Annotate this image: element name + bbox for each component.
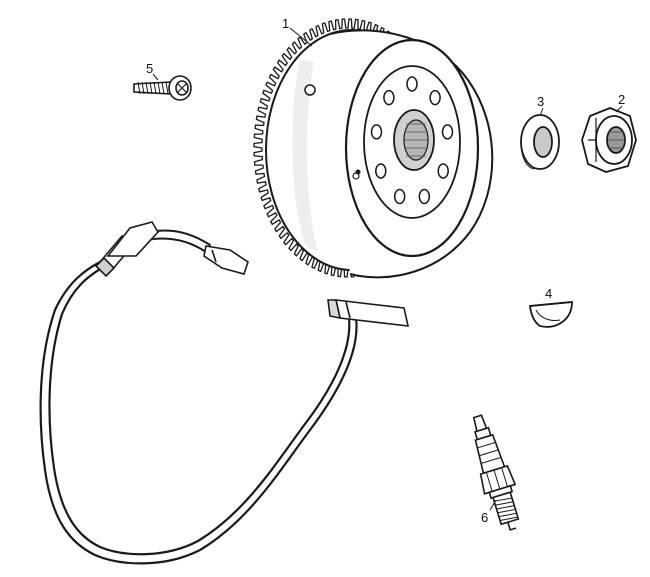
screw-thread-line — [149, 81, 153, 95]
screw-thread-line — [145, 81, 149, 95]
flywheel-rivet-1 — [304, 84, 316, 96]
callout-4: 4 — [545, 286, 552, 301]
plug-thread-line — [495, 501, 514, 506]
spark-plug — [472, 414, 520, 531]
callout-3: 3 — [537, 94, 544, 109]
leader-3 — [539, 107, 544, 117]
woodruff-key — [528, 301, 573, 328]
wire-lead-lower — [145, 237, 207, 253]
hub-bolt-hole — [437, 163, 449, 179]
flywheel-rim-shade — [292, 60, 318, 252]
cable-grommet — [327, 299, 410, 327]
screw-thread-line — [141, 81, 145, 95]
hub-bolt-hole — [441, 124, 454, 140]
leader-6 — [489, 499, 497, 511]
wire-main-inner — [48, 266, 351, 556]
hub-bolt-hole — [418, 188, 431, 205]
hub-bolt-hole — [406, 76, 418, 92]
plug-thread-line — [494, 497, 513, 502]
nut — [581, 107, 637, 173]
washer — [520, 114, 560, 170]
screw-thread-line — [161, 81, 165, 95]
plug-thread-line — [497, 508, 516, 514]
leader-5 — [152, 73, 159, 81]
screw-thread-line — [157, 81, 161, 95]
connector-double — [94, 221, 159, 278]
callout-6: 6 — [481, 510, 488, 525]
hub-bolt-holes — [370, 76, 454, 205]
hub-bolt-hole — [375, 163, 387, 179]
screw-thread-line — [165, 81, 169, 95]
leader-1 — [289, 27, 313, 47]
connector-single — [203, 245, 249, 275]
hub-bore-thread — [404, 123, 428, 157]
callout-5: 5 — [146, 61, 153, 76]
hub-bolt-hole — [370, 124, 383, 140]
screw — [133, 75, 192, 101]
hub-bolt-hole — [429, 89, 441, 106]
flywheel — [253, 18, 494, 279]
wire-main — [39, 260, 358, 565]
leader-lines — [152, 27, 623, 511]
callout-1: 1 — [282, 16, 289, 31]
plug-thread-line — [498, 512, 517, 518]
wire-harness — [39, 229, 358, 565]
plug-thread-line — [499, 516, 518, 521]
leader-2 — [615, 105, 623, 113]
hub-small-mark — [355, 169, 361, 175]
callout-2: 2 — [618, 92, 625, 107]
hub-bolt-hole — [393, 188, 406, 205]
screw-thread-line — [137, 81, 141, 95]
screw-thread-line — [153, 81, 157, 95]
plug-thread-line — [496, 505, 515, 510]
hub-bolt-hole — [383, 89, 395, 106]
